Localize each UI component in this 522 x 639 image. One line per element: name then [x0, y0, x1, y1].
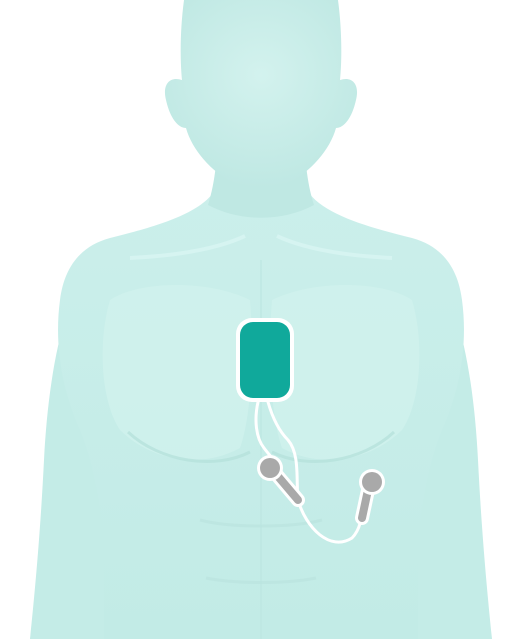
electrode-right-pad — [362, 472, 382, 492]
head — [165, 0, 357, 188]
electrode-left-pad — [260, 458, 280, 478]
monitor-device — [236, 318, 294, 402]
chest-left-shade — [103, 285, 252, 460]
monitor-device-body — [240, 322, 290, 398]
